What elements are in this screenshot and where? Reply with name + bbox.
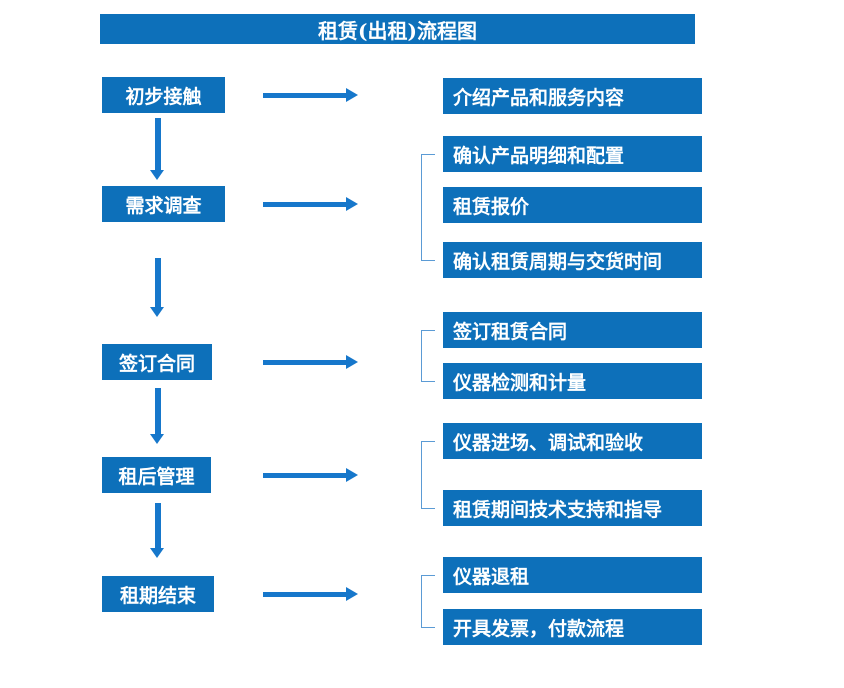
stage-box-post-rental-management: 租后管理 xyxy=(102,457,211,493)
arrow-head xyxy=(150,170,164,180)
down-arrow-icon xyxy=(150,388,165,444)
detail-box-invoice-payment-process: 开具发票，付款流程 xyxy=(443,609,702,645)
group-bracket xyxy=(421,154,435,261)
detail-box-sign-rental-contract: 签订租赁合同 xyxy=(443,312,702,348)
detail-box-confirm-rental-period-delivery: 确认租赁周期与交货时间 xyxy=(443,242,702,278)
arrow-shaft xyxy=(263,591,347,597)
arrow-head xyxy=(346,468,358,482)
arrow-head xyxy=(346,88,358,102)
arrow-shaft xyxy=(263,359,347,365)
arrow-shaft xyxy=(154,503,161,548)
detail-box-introduce-products-services: 介绍产品和服务内容 xyxy=(443,78,702,114)
right-arrow-icon xyxy=(263,587,358,601)
arrow-head xyxy=(346,587,358,601)
right-arrow-icon xyxy=(263,468,358,482)
detail-box-rental-quotation: 租赁报价 xyxy=(443,187,702,223)
stage-box-initial-contact: 初步接触 xyxy=(102,77,225,113)
detail-box-confirm-product-details-config: 确认产品明细和配置 xyxy=(443,136,702,172)
arrow-shaft xyxy=(263,201,347,207)
detail-box-instrument-setup-acceptance: 仪器进场、调试和验收 xyxy=(443,423,702,459)
group-bracket xyxy=(421,441,435,509)
group-bracket xyxy=(421,330,435,382)
arrow-head xyxy=(346,197,358,211)
arrow-head xyxy=(150,434,164,444)
arrow-head xyxy=(150,548,164,558)
down-arrow-icon xyxy=(150,258,165,317)
down-arrow-icon xyxy=(150,118,165,180)
down-arrow-icon xyxy=(150,503,165,558)
arrow-shaft xyxy=(154,258,161,307)
arrow-shaft xyxy=(154,118,161,170)
stage-box-demand-survey: 需求调查 xyxy=(102,186,225,222)
group-bracket xyxy=(421,575,435,628)
arrow-head xyxy=(150,307,164,317)
flowchart-title: 租赁(出租)流程图 xyxy=(100,14,695,44)
arrow-shaft xyxy=(263,472,347,478)
detail-box-instrument-return: 仪器退租 xyxy=(443,557,702,593)
arrow-shaft xyxy=(263,92,347,98)
stage-box-sign-contract: 签订合同 xyxy=(102,344,212,380)
detail-box-instrument-testing-calibration: 仪器检测和计量 xyxy=(443,363,702,399)
arrow-shaft xyxy=(154,388,161,434)
right-arrow-icon xyxy=(263,88,358,102)
arrow-head xyxy=(346,355,358,369)
right-arrow-icon xyxy=(263,355,358,369)
stage-box-lease-end: 租期结束 xyxy=(102,576,214,612)
right-arrow-icon xyxy=(263,197,358,211)
detail-box-technical-support-guidance: 租赁期间技术支持和指导 xyxy=(443,490,702,526)
